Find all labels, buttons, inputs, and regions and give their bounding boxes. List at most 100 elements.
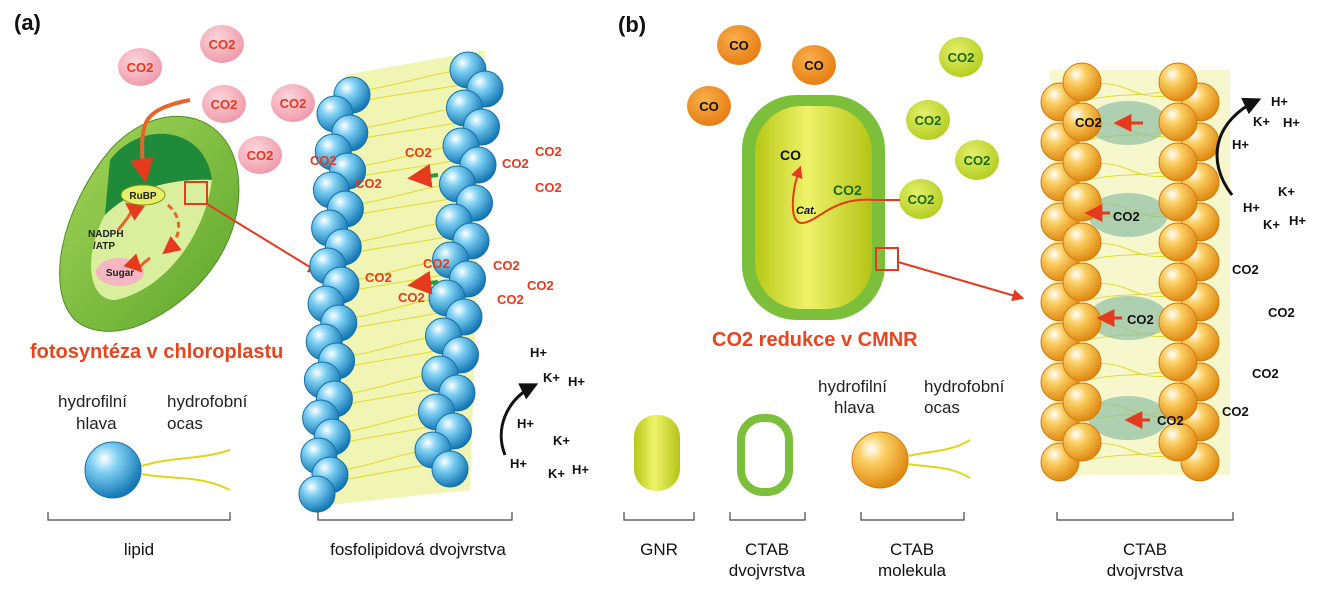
svg-text:CO2: CO2 (247, 148, 274, 163)
svg-text:hydrofilní: hydrofilní (818, 377, 887, 396)
ctab-bilayer-legend: CTAB dvojvrstva (729, 414, 806, 580)
svg-text:CO2: CO2 (1252, 366, 1279, 381)
ctab-head (1062, 422, 1102, 462)
svg-text:H+: H+ (1271, 94, 1288, 109)
ctab-head (1158, 222, 1198, 262)
chloroplast-title: fotosyntéza v chloroplastu (30, 341, 283, 363)
svg-text:Sugar: Sugar (106, 268, 134, 279)
co2-bubble: CO2 (118, 48, 162, 86)
co2-bubble: CO2 (202, 85, 246, 123)
svg-text:K+: K+ (553, 433, 570, 448)
ctab-head (1158, 382, 1198, 422)
svg-text:CO2: CO2 (355, 176, 382, 191)
svg-text:GNR: GNR (640, 540, 678, 559)
lipid-tails-a (343, 69, 461, 481)
svg-text:H+: H+ (530, 345, 547, 360)
svg-text:dvojvrstva: dvojvrstva (1107, 561, 1184, 580)
svg-text:CO2: CO2 (535, 180, 562, 195)
svg-text:H+: H+ (572, 462, 589, 477)
svg-text:CO2: CO2 (948, 50, 975, 65)
gas-bubbles-b: CO CO CO CO2 CO2 CO2 CO2 (687, 25, 999, 219)
lipid-tail (346, 411, 429, 433)
svg-text:CO2: CO2 (497, 292, 524, 307)
tail-label-line2: ocas (167, 414, 203, 433)
green-arrow (407, 163, 439, 188)
zoom-box-b (875, 247, 899, 271)
svg-text:CO2: CO2 (1157, 413, 1184, 428)
svg-text:CO2: CO2 (915, 113, 942, 128)
svg-text:CO2: CO2 (1222, 404, 1249, 419)
svg-text:CO2: CO2 (365, 270, 392, 285)
svg-text:ocas: ocas (924, 398, 960, 417)
svg-text:CO2: CO2 (1232, 262, 1259, 277)
svg-text:H+: H+ (510, 456, 527, 471)
ctab-heads (1040, 62, 1220, 482)
ion-labels-b: K+ H+ H+ H+ K+ H+ K+ H+ (1215, 94, 1306, 232)
svg-text:CO: CO (804, 58, 824, 73)
ctab-head (1062, 142, 1102, 182)
svg-text:CTAB: CTAB (745, 540, 789, 559)
ctab-bilayer: CO2 CO2 CO2 CO2 CO2 CO2 CO2 CO2 (1040, 62, 1295, 482)
co2-bubble: CO2 (939, 37, 983, 77)
co2-bubble: CO2 (899, 179, 943, 219)
lipid-tail (357, 221, 447, 243)
svg-text:CO2: CO2 (127, 60, 154, 75)
svg-text:CO2: CO2 (423, 256, 450, 271)
lipid-tail (363, 107, 457, 129)
cmnr-title: CO2 redukce v CMNR (712, 329, 918, 351)
svg-text:CO2: CO2 (398, 290, 425, 305)
svg-text:/ATP: /ATP (93, 241, 115, 252)
green-arrow (407, 270, 439, 295)
bilayer-caption-b: CTAB dvojvrstva (1056, 512, 1234, 580)
svg-text:H+: H+ (1232, 137, 1249, 152)
cmnr-co: CO (780, 147, 801, 163)
ctab-molecule-legend: hydrofilní hlava hydrofobní ocas CTAB mo… (818, 377, 1005, 580)
svg-text:dvojvrstva: dvojvrstva (729, 561, 806, 580)
ctab-head (1158, 262, 1198, 302)
co-bubble: CO (792, 45, 836, 85)
co2-bubble: CO2 (906, 100, 950, 140)
svg-text:hlava: hlava (834, 398, 875, 417)
lipid-heads-a (298, 51, 504, 513)
lipid-caption: lipid (124, 540, 154, 559)
cmnr-rod: CO CO2 Cat. (742, 95, 1025, 320)
lipid-tail (350, 350, 436, 367)
ctab-head (1062, 222, 1102, 262)
svg-text:CO2: CO2 (1113, 209, 1140, 224)
lipid-tail (343, 449, 426, 471)
lipid-tail (348, 388, 433, 405)
co2-bubble: CO2 (200, 25, 244, 63)
lipid-tail (363, 122, 457, 139)
svg-text:CO2: CO2 (964, 153, 991, 168)
svg-text:H+: H+ (1289, 213, 1306, 228)
svg-text:CO2: CO2 (493, 258, 520, 273)
svg-text:CO2: CO2 (1268, 305, 1295, 320)
ctab-head (1158, 142, 1198, 182)
svg-text:K+: K+ (548, 466, 565, 481)
lipid-head (84, 441, 142, 499)
ion-labels-a: H+ K+ H+ H+ K+ H+ K+ H+ (499, 345, 589, 481)
lipid-head (431, 450, 469, 488)
lipid-tail (357, 236, 447, 253)
svg-text:CO: CO (699, 99, 719, 114)
svg-text:CTAB: CTAB (890, 540, 934, 559)
svg-text:CO2: CO2 (527, 278, 554, 293)
cmnr-cat: Cat. (796, 205, 817, 217)
ctab-head (1062, 302, 1102, 342)
svg-text:H+: H+ (1243, 200, 1260, 215)
ctab-head (1062, 382, 1102, 422)
svg-text:K+: K+ (1263, 217, 1280, 232)
head-label-line2: hlava (76, 414, 117, 433)
ctab-head (1062, 342, 1102, 382)
membrane-co2-labels-b: CO2 CO2 CO2 CO2 CO2 CO2 CO2 CO2 (1075, 115, 1295, 428)
svg-text:CO2: CO2 (405, 145, 432, 160)
svg-text:CO2: CO2 (1127, 312, 1154, 327)
svg-text:K+: K+ (1278, 184, 1295, 199)
gnr-legend: GNR (623, 415, 695, 559)
svg-text:CO2: CO2 (209, 37, 236, 52)
svg-text:H+: H+ (1283, 115, 1300, 130)
ctab-head (1062, 182, 1102, 222)
lipid-tail (361, 145, 454, 167)
